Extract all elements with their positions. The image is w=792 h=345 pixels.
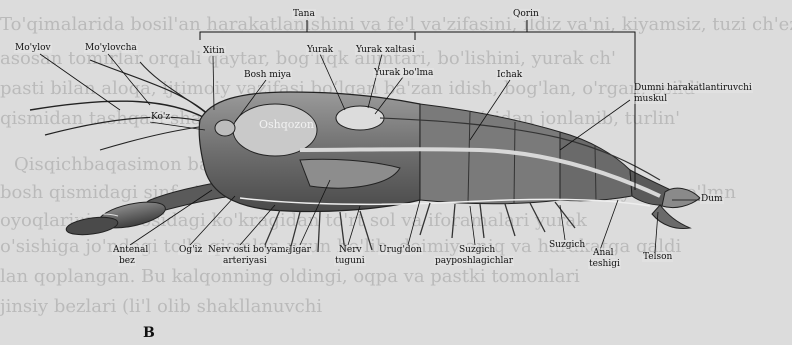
label-nerv-osti-line2: arteriyasi xyxy=(222,256,268,266)
claw xyxy=(65,180,232,238)
label-telson: Telson xyxy=(642,252,673,262)
label-oshqozon: Oshqozon xyxy=(258,120,315,130)
label-nerv-tugun-line2: tuguni xyxy=(334,256,366,266)
label-ichak: Ichak xyxy=(496,70,523,80)
label-urugdon: Urug'don xyxy=(378,245,423,255)
label-koz: Ko'z xyxy=(150,112,171,122)
label-nerv-osti-line1: Nerv osti bo'yama xyxy=(207,245,292,255)
abdomen xyxy=(420,104,675,205)
brain-organ xyxy=(215,120,235,136)
label-suzgich-2: Suzgich xyxy=(548,240,586,250)
label-bosh-miya: Bosh miya xyxy=(243,70,292,80)
figure-letter: B xyxy=(143,325,155,341)
label-dumni-line1: Dumni harakatlantiruvchi xyxy=(633,83,753,93)
label-dum: Dum xyxy=(700,194,724,204)
label-ogiz: Og'iz xyxy=(178,245,203,255)
label-antenal-line1: Antenal xyxy=(112,245,149,255)
label-moylov: Mo'ylov xyxy=(14,43,52,53)
label-anal-line2: teshigi xyxy=(588,259,621,269)
label-suzgich-line1: Suzgich xyxy=(458,245,496,255)
label-moylovcha: Mo'ylovcha xyxy=(84,43,138,53)
label-qorin: Qorin xyxy=(512,9,540,19)
label-suzgich-line2: payposhlagichlar xyxy=(434,256,514,266)
label-jigar: Jigar xyxy=(288,245,312,255)
antennae xyxy=(30,60,210,150)
label-yurak-bolma: Yurak bo'lma xyxy=(373,68,434,78)
label-tana: Tana xyxy=(292,9,316,19)
label-antenal-line2: bez xyxy=(118,256,136,266)
label-yurak: Yurak xyxy=(306,45,334,55)
label-nerv-tugun-line1: Nerv xyxy=(338,245,363,255)
heart-organ xyxy=(336,106,384,130)
label-yurak-xaltasi: Yurak xaltasi xyxy=(355,45,416,55)
label-anal-line1: Anal xyxy=(592,248,615,258)
label-dumni-line2: muskul xyxy=(633,94,668,104)
label-xitin: Xitin xyxy=(202,46,226,56)
